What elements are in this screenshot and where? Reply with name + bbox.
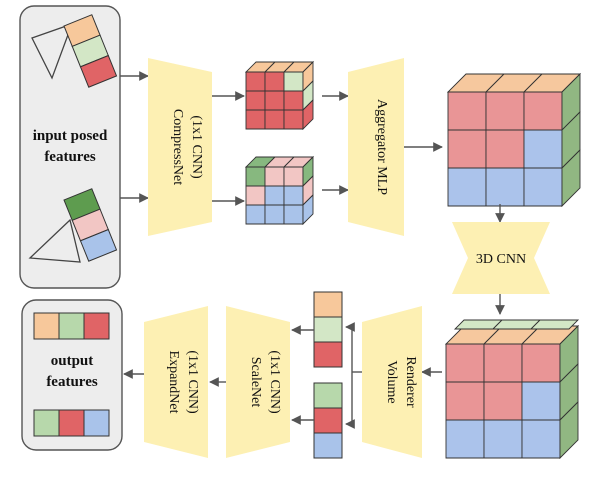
voxel-face bbox=[447, 129, 487, 169]
voxel-face bbox=[447, 167, 487, 207]
voxel-face bbox=[245, 109, 266, 130]
voxel-face bbox=[302, 193, 314, 226]
voxel-face bbox=[529, 319, 580, 330]
voxel-face bbox=[283, 109, 304, 130]
input-feature-strip-top bbox=[63, 14, 118, 88]
expandnet-label-2: (1x1 CNN) bbox=[185, 350, 200, 414]
rendered-feature-strip-bottom bbox=[313, 382, 343, 459]
aggregator-label: Aggregator MLP bbox=[374, 99, 389, 195]
expandnet-label-1: ExpandNet bbox=[166, 351, 181, 414]
compressnet-block: CompressNet (1x1 CNN) bbox=[148, 58, 212, 236]
voxel-face bbox=[485, 167, 525, 207]
voxel-face bbox=[445, 381, 485, 421]
voxel-face bbox=[521, 419, 561, 459]
voxel-face bbox=[445, 343, 485, 383]
scalenet-label-1: ScaleNet bbox=[248, 357, 263, 408]
voxel-face bbox=[264, 204, 285, 225]
voxel-face bbox=[245, 166, 266, 187]
voxel-face bbox=[283, 71, 304, 92]
cnn3d-block: 3D CNN bbox=[452, 222, 550, 294]
output-panel-label-1: output bbox=[51, 353, 94, 369]
cnn3d-label: 3D CNN bbox=[476, 252, 526, 267]
aggregator-block: Aggregator MLP bbox=[348, 58, 404, 236]
voxel-face bbox=[245, 204, 266, 225]
output-feature-strip-bottom bbox=[33, 409, 110, 437]
output-panel-label-2: features bbox=[46, 374, 98, 390]
output-panel: output features bbox=[21, 299, 123, 451]
voxel-face bbox=[264, 185, 285, 206]
voxel-face bbox=[264, 71, 285, 92]
scalenet-label-2: (1x1 CNN) bbox=[267, 350, 282, 414]
voxel-face bbox=[264, 90, 285, 111]
volume-renderer-label-2: Renderer bbox=[403, 356, 418, 408]
voxel-face bbox=[521, 381, 561, 421]
small-cube-top bbox=[244, 60, 315, 131]
voxel-face bbox=[483, 381, 523, 421]
big-cube-top bbox=[446, 72, 582, 208]
volume-renderer-label-1: Volume bbox=[384, 360, 399, 403]
camera-triangle-bottom bbox=[28, 218, 81, 263]
voxel-face bbox=[561, 148, 581, 208]
voxel-face bbox=[283, 166, 304, 187]
expandnet-block: ExpandNet (1x1 CNN) bbox=[144, 306, 208, 458]
voxel-face bbox=[523, 91, 563, 131]
voxel-face bbox=[483, 343, 523, 383]
voxel-face bbox=[523, 167, 563, 207]
small-cube-bottom bbox=[244, 155, 315, 226]
voxel-face bbox=[485, 91, 525, 131]
camera-triangle-top bbox=[31, 22, 74, 80]
voxel-face bbox=[245, 71, 266, 92]
compressnet-label-2: (1x1 CNN) bbox=[189, 115, 204, 179]
voxel-face bbox=[245, 185, 266, 206]
voxel-face bbox=[264, 166, 285, 187]
input-panel: input posed features bbox=[19, 5, 121, 289]
input-feature-strip-bottom bbox=[63, 188, 118, 262]
voxel-face bbox=[483, 419, 523, 459]
voxel-face bbox=[302, 98, 314, 131]
renderer-to-strips-connector bbox=[345, 322, 362, 429]
voxel-face bbox=[523, 129, 563, 169]
rendered-feature-strip-top bbox=[313, 291, 343, 368]
input-panel-label-2: features bbox=[44, 149, 96, 165]
output-feature-strip-top bbox=[33, 312, 110, 340]
input-panel-label-1: input posed bbox=[33, 128, 108, 144]
voxel-face bbox=[445, 419, 485, 459]
voxel-face bbox=[521, 343, 561, 383]
voxel-face bbox=[485, 129, 525, 169]
compressnet-label-1: CompressNet bbox=[170, 109, 185, 185]
volume-renderer-block: Volume Renderer bbox=[362, 306, 422, 458]
voxel-face bbox=[283, 90, 304, 111]
voxel-face bbox=[283, 185, 304, 206]
voxel-face bbox=[264, 109, 285, 130]
voxel-face bbox=[283, 204, 304, 225]
voxel-face bbox=[447, 91, 487, 131]
voxel-face bbox=[245, 90, 266, 111]
big-cube-bottom bbox=[444, 319, 580, 460]
voxel-face bbox=[559, 400, 579, 460]
scalenet-block: ScaleNet (1x1 CNN) bbox=[226, 306, 290, 458]
